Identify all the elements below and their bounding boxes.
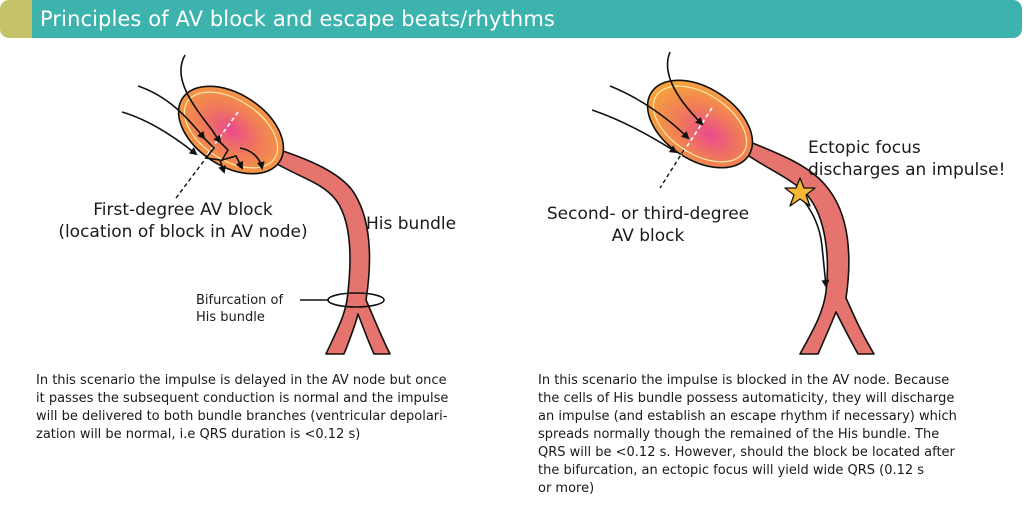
left-block-line [175, 111, 239, 199]
right-description-line: or more) [538, 481, 595, 496]
header-accent [0, 0, 32, 38]
ectopic-focus-label: Ectopic focus discharges an impulse! [808, 138, 1005, 182]
left-description-line: will be delivered to both bundle branche… [36, 409, 448, 424]
ectopic-focus-line1: Ectopic focus [808, 138, 921, 158]
left-block-label: First-degree AV block (location of block… [48, 200, 318, 244]
right-av-node [646, 79, 754, 169]
right-description-line: the bifurcation, an ectopic focus will y… [538, 463, 925, 478]
right-description-line: QRS will be <0.12 s. However, should the… [538, 445, 955, 460]
right-block-label-line2: AV block [611, 225, 685, 246]
left-bifurcation-line2: His bundle [196, 309, 265, 325]
header-bar: Principles of AV block and escape beats/… [32, 0, 1022, 38]
right-block-line-pointer [659, 149, 685, 189]
right-block-label-line1: Second- or third-degree [546, 204, 750, 224]
header-banner: Principles of AV block and escape beats/… [0, 0, 1022, 38]
left-bifurcation-label: Bifurcation of His bundle [196, 293, 283, 326]
left-block-label-line2: (location of block in AV node) [58, 221, 308, 242]
left-his-bundle [269, 149, 391, 355]
ectopic-focus-line2: discharges an impulse! [808, 159, 1006, 180]
right-his-bundle [739, 141, 875, 355]
left-description-line: it passes the subsequent conduction is n… [36, 391, 449, 406]
right-description-line: the cells of His bundle possess automati… [538, 391, 955, 406]
left-description-line: In this scenario the impulse is delayed … [36, 373, 447, 388]
left-av-node [177, 85, 285, 175]
left-bifurcation-line1: Bifurcation of [196, 293, 284, 308]
left-description: In this scenario the impulse is delayed … [36, 372, 448, 444]
right-description-line: an impulse (and establish an escape rhyt… [538, 409, 957, 424]
left-block-label-line1: First-degree AV block [93, 200, 273, 220]
right-description-line: In this scenario the impulse is blocked … [538, 373, 950, 388]
left-impulse-paths [121, 54, 265, 174]
right-description-line: spreads normally though the remained of … [538, 427, 940, 442]
left-his-bundle-label: His bundle [366, 214, 457, 234]
right-description: In this scenario the impulse is blocked … [538, 372, 957, 498]
left-description-line: zation will be normal, i.e QRS duration … [36, 427, 361, 442]
right-impulse-paths [591, 51, 704, 154]
right-block-label: Second- or third-degree AV block [528, 204, 768, 248]
ectopic-focus-star-icon [784, 177, 816, 207]
page-title: Principles of AV block and escape beats/… [40, 7, 555, 31]
